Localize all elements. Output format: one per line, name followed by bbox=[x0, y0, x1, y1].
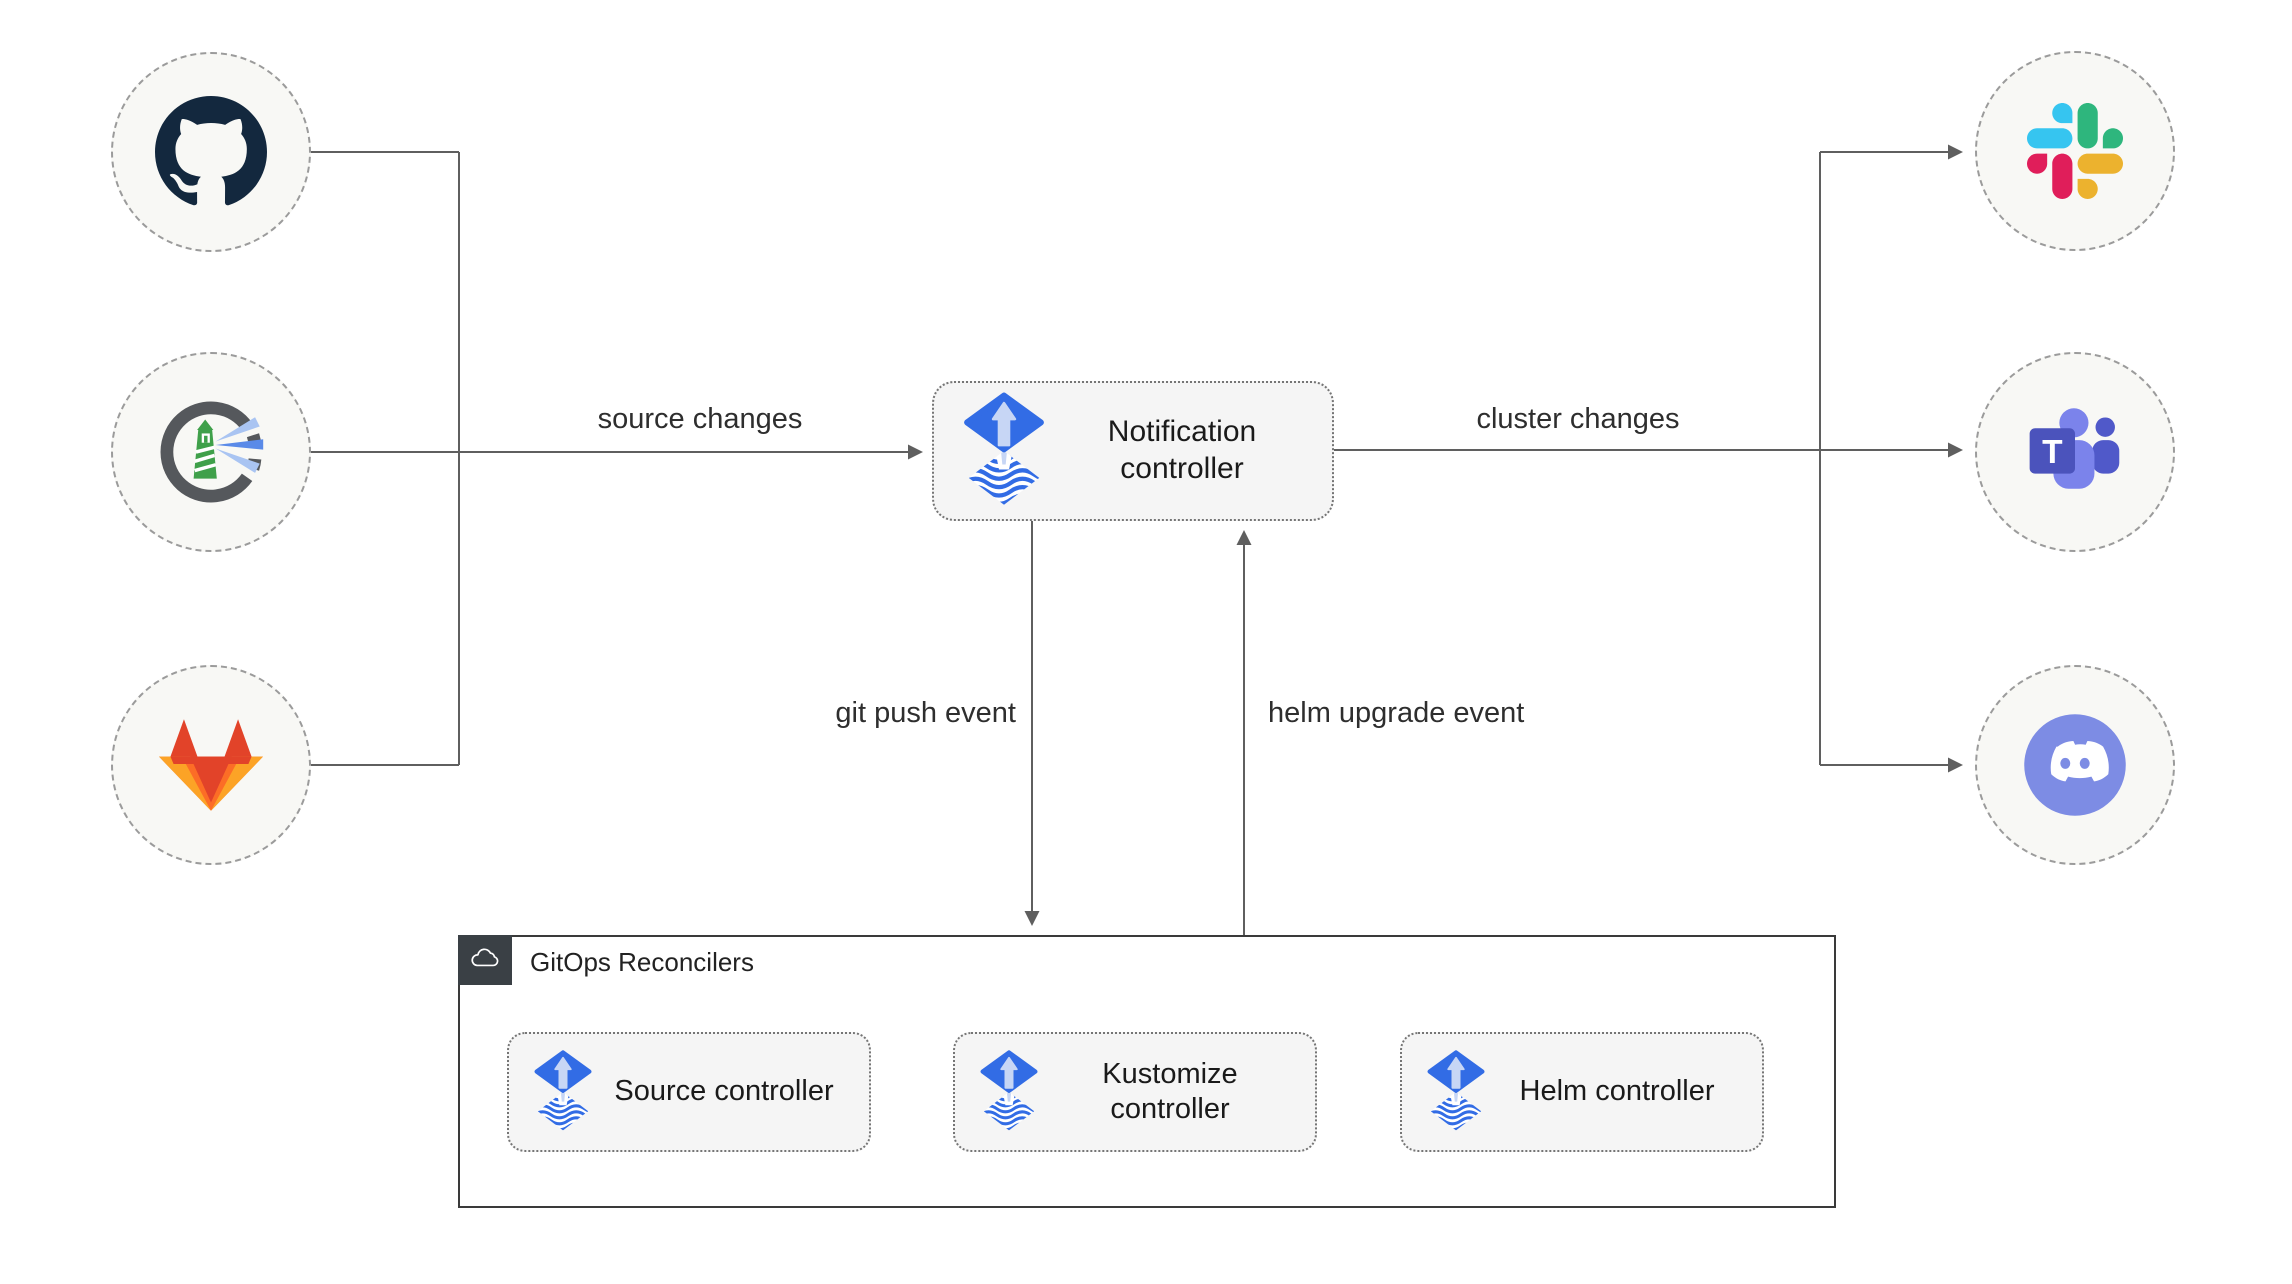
edge-label-cluster-changes: cluster changes bbox=[1476, 403, 1680, 435]
github-icon bbox=[155, 96, 267, 206]
edge-label-helm-upgrade-event: helm upgrade event bbox=[1268, 697, 1525, 729]
edge-label-source-changes: source changes bbox=[597, 403, 803, 435]
gitlab-icon bbox=[159, 719, 263, 811]
flux-icon bbox=[962, 392, 1046, 510]
discord-icon bbox=[2024, 714, 2126, 816]
node-discord bbox=[1975, 665, 2175, 865]
node-source-controller: Source controller bbox=[507, 1032, 871, 1152]
source-controller-label: Source controller bbox=[614, 1075, 834, 1108]
node-github bbox=[111, 52, 311, 252]
gitops-group-title: GitOps Reconcilers bbox=[530, 947, 754, 977]
node-harbor bbox=[111, 352, 311, 552]
harbor-icon bbox=[160, 401, 264, 503]
node-notification-controller: Notification controller bbox=[932, 381, 1334, 521]
gitops-group-badge bbox=[458, 935, 512, 985]
teams-icon: T bbox=[2029, 408, 2120, 489]
node-slack bbox=[1975, 51, 2175, 251]
node-helm-controller: Helm controller bbox=[1400, 1032, 1764, 1152]
flux-icon bbox=[533, 1050, 593, 1134]
node-kustomize-controller: Kustomize controller bbox=[953, 1032, 1317, 1152]
kustomize-controller-label: Kustomize controller bbox=[1102, 1057, 1238, 1125]
notification-controller-label: Notification controller bbox=[1107, 415, 1257, 485]
cloud-icon bbox=[471, 948, 499, 967]
slack-icon bbox=[2027, 103, 2123, 199]
node-teams: T bbox=[1975, 352, 2175, 552]
teams-letter: T bbox=[2042, 434, 2063, 471]
edge-label-git-push-event: git push event bbox=[835, 697, 1016, 729]
flux-icon bbox=[979, 1050, 1039, 1134]
flux-icon bbox=[1426, 1050, 1486, 1134]
node-gitlab bbox=[111, 665, 311, 865]
helm-controller-label: Helm controller bbox=[1519, 1075, 1715, 1108]
